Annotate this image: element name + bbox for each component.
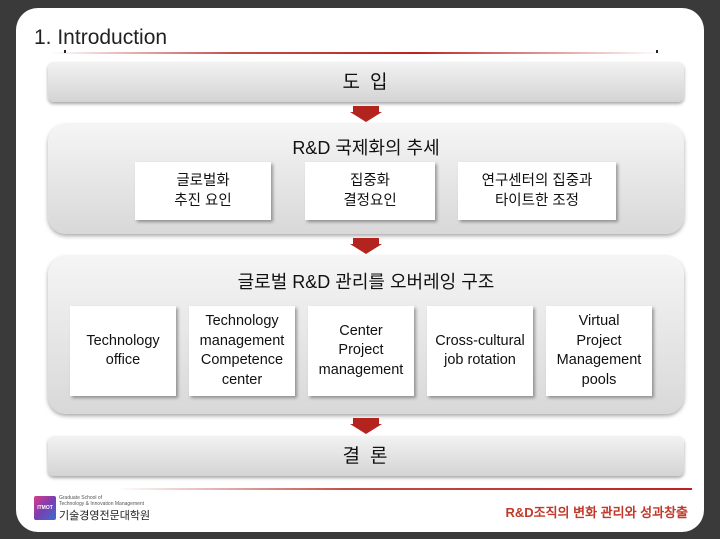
conclusion-bar: 결 론 — [48, 436, 684, 476]
card-line: office — [105, 352, 141, 368]
logo-subtitle: Graduate School of Technology & Innovati… — [59, 495, 144, 507]
structure-card-virtual-pools: Virtual Project Management pools — [546, 306, 652, 396]
card-line: job rotation — [444, 352, 516, 368]
card-line: Technology — [86, 332, 160, 349]
rule-tick-left — [64, 50, 66, 53]
logo-subtitle-line: Technology & Innovation Management — [59, 501, 145, 507]
intro-bar: 도 입 — [48, 62, 684, 102]
card-line: 집중화 — [349, 173, 391, 189]
down-arrow-2-icon — [350, 238, 382, 254]
card-line: 결정요인 — [343, 193, 397, 209]
card-line: Project — [338, 342, 384, 359]
heading-divider — [50, 52, 660, 54]
slide-heading: 1. Introduction — [34, 26, 168, 49]
trend-card-globalization: 글로벌화 추진 요인 — [135, 162, 271, 220]
structure-card-competence-center: Technology management Competence center — [189, 306, 295, 396]
card-line: 연구센터의 집중과 — [481, 173, 593, 189]
card-line: Virtual — [578, 313, 620, 329]
card-line: Project — [576, 332, 622, 349]
structure-card-job-rotation: Cross-cultural job rotation — [427, 306, 533, 396]
trends-panel-title: R&D 국제화의 추세 — [292, 138, 440, 158]
card-line: Center — [339, 322, 383, 339]
trends-panel: R&D 국제화의 추세 글로벌화 추진 요인 집중화 결정요인 연구센터의 집중… — [48, 124, 684, 234]
school-logo-icon: ITMOT — [34, 496, 56, 520]
rule-tick-right — [656, 50, 658, 53]
card-line: Management — [556, 352, 642, 368]
footer-caption: R&D조직의 변화 관리와 성과창출 — [505, 505, 688, 520]
trend-card-research-center: 연구센터의 집중과 타이트한 조정 — [458, 162, 616, 220]
card-line: 글로벌화 — [176, 173, 230, 189]
card-line: pools — [581, 371, 617, 388]
overlay-structure-panel-title: 글로벌 R&D 관리를 오버레잉 구조 — [237, 272, 495, 292]
logo-subtitle-line: Graduate School of — [59, 495, 103, 501]
trend-card-centralization: 집중화 결정요인 — [305, 162, 435, 220]
down-arrow-3-icon — [350, 418, 382, 434]
slide: 1. Introduction 도 입 R&D 국제화의 추세 글로벌화 추진 … — [16, 8, 704, 532]
down-arrow-1-icon — [350, 106, 382, 122]
card-line: 추진 요인 — [174, 193, 232, 209]
card-line: Competence — [200, 352, 284, 368]
structure-card-technology-office: Technology office — [70, 306, 176, 396]
card-line: management — [199, 332, 285, 349]
card-line: center — [221, 371, 263, 388]
card-line: Cross-cultural — [435, 332, 525, 349]
card-line: management — [318, 361, 404, 378]
card-line: Technology — [205, 313, 279, 329]
overlay-structure-panel: 글로벌 R&D 관리를 오버레잉 구조 Technology office Te… — [48, 256, 684, 414]
footer-divider — [116, 488, 692, 490]
structure-card-center-project: Center Project management — [308, 306, 414, 396]
card-line: 타이트한 조정 — [494, 193, 580, 209]
school-name: 기술경영전문대학원 — [59, 510, 151, 522]
